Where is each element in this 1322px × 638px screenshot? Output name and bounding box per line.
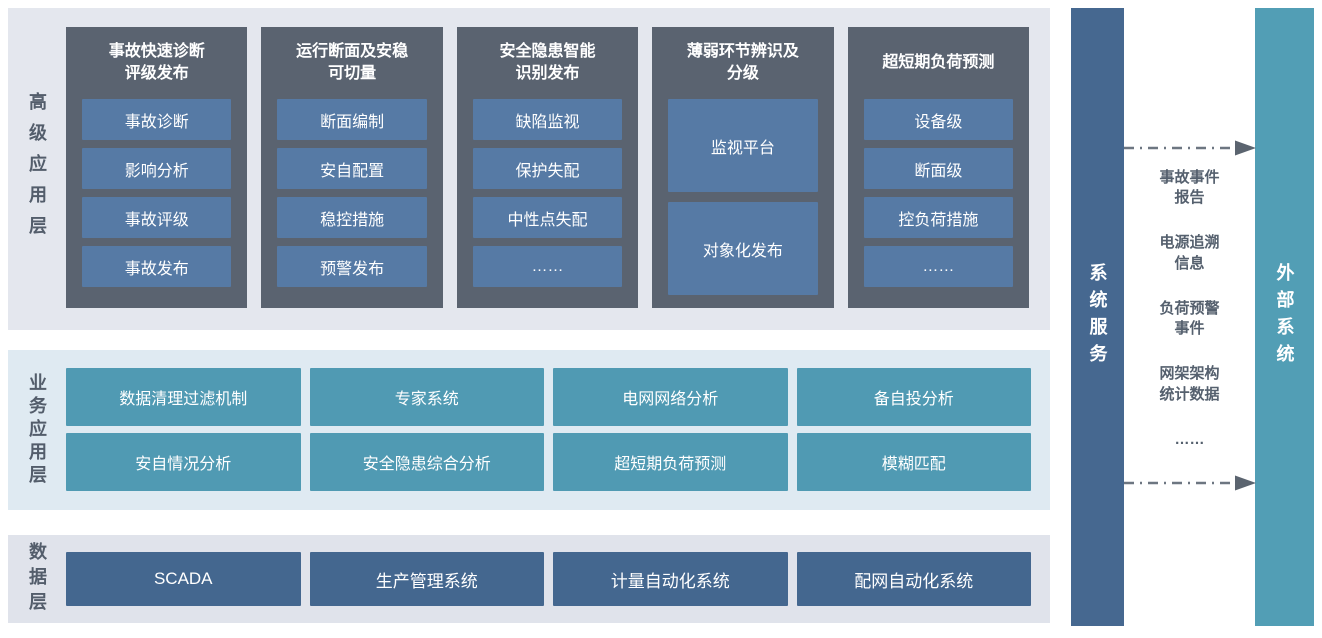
application-column: 事故快速诊断 评级发布事故诊断影响分析事故评级事故发布 xyxy=(66,27,248,308)
module-box: 控负荷措施 xyxy=(863,197,1014,238)
column-title: 超短期负荷预测 xyxy=(882,53,995,71)
module-box: 中性点失配 xyxy=(472,197,623,238)
layer-label-gutter: 数据层 xyxy=(8,535,66,623)
business-module-box: 安自情况分析 xyxy=(66,433,301,491)
module-box: 对象化发布 xyxy=(668,202,818,295)
exchange-data-item: 事故事件 报告 xyxy=(1159,169,1220,207)
module-box: 缺陷监视 xyxy=(472,99,623,140)
module-box: 稳控措施 xyxy=(277,197,427,238)
business-module-box: 模糊匹配 xyxy=(796,433,1031,491)
layer-label-advanced: 高级应用层 xyxy=(27,91,47,247)
module-box: 设备级 xyxy=(863,99,1014,140)
column-title: 安全隐患智能 识别发布 xyxy=(499,42,596,82)
data-source-box: SCADA xyxy=(66,552,301,606)
application-column: 安全隐患智能 识别发布缺陷监视保护失配中性点失配 …… xyxy=(456,27,639,308)
data-source-box: 计量自动化系统 xyxy=(553,552,788,606)
exchange-data-item: …… xyxy=(1174,430,1205,448)
data-source-box: 生产管理系统 xyxy=(309,552,544,606)
system-service-label: 系统服务 xyxy=(1087,263,1108,371)
layer-label-business: 业务应用层 xyxy=(27,372,47,488)
column-items: 事故诊断影响分析事故评级事故发布 xyxy=(82,99,232,287)
column-title: 薄弱环节辨识及 分级 xyxy=(686,42,799,82)
business-module-box: 备自投分析 xyxy=(796,368,1031,426)
application-column: 运行断面及安稳 可切量断面编制安自配置稳控措施预警发布 xyxy=(261,27,443,308)
module-box: …… xyxy=(863,246,1014,287)
module-box: 保护失配 xyxy=(472,148,623,189)
business-cells: 数据清理过滤机制专家系统电网网络分析备自投分析安自情况分析安全隐患综合分析超短期… xyxy=(66,350,1050,510)
module-box: 断面编制 xyxy=(277,99,427,140)
layer-label-gutter: 业务应用层 xyxy=(8,350,66,510)
layer-label-data: 数据层 xyxy=(27,541,47,617)
module-box: 安自配置 xyxy=(277,148,427,189)
data-flow-arrow-top-icon xyxy=(1124,140,1256,156)
external-system-label: 外部系统 xyxy=(1274,263,1295,371)
column-title: 事故快速诊断 评级发布 xyxy=(108,42,205,82)
module-box: …… xyxy=(472,246,623,287)
module-box: 断面级 xyxy=(863,148,1014,189)
business-module-box: 电网网络分析 xyxy=(553,368,788,426)
module-box: 事故诊断 xyxy=(82,99,232,140)
module-box: 事故发布 xyxy=(82,246,232,287)
module-box: 事故评级 xyxy=(82,197,232,238)
module-box: 监视平台 xyxy=(668,99,818,192)
column-items: 设备级断面级控负荷措施 …… xyxy=(863,99,1014,287)
exchange-data-item: 电源追溯 信息 xyxy=(1159,234,1220,272)
module-box: 影响分析 xyxy=(82,148,232,189)
application-column: 超短期负荷预测设备级断面级控负荷措施 …… xyxy=(847,27,1030,308)
module-box: 预警发布 xyxy=(277,246,427,287)
business-module-box: 安全隐患综合分析 xyxy=(309,433,544,491)
advanced-columns: 事故快速诊断 评级发布事故诊断影响分析事故评级事故发布运行断面及安稳 可切量断面… xyxy=(66,8,1050,330)
column-title: 运行断面及安稳 可切量 xyxy=(296,42,409,82)
column-items: 缺陷监视保护失配中性点失配 …… xyxy=(472,99,623,287)
column-items: 断面编制安自配置稳控措施预警发布 xyxy=(277,99,427,287)
application-column: 薄弱环节辨识及 分级监视平台对象化发布 xyxy=(652,27,834,308)
external-system-bar: 外部系统 xyxy=(1255,8,1314,626)
data-flow-arrow-bottom-icon xyxy=(1124,475,1256,491)
exchange-data-list: 事故事件 报告电源追溯 信息负荷预警 事件网架架构 统计数据 …… xyxy=(1124,168,1255,450)
layer-advanced-application: 高级应用层 事故快速诊断 评级发布事故诊断影响分析事故评级事故发布运行断面及安稳… xyxy=(8,8,1050,330)
business-module-box: 专家系统 xyxy=(309,368,544,426)
exchange-data-item: 网架架构 统计数据 xyxy=(1159,365,1220,403)
layer-label-gutter: 高级应用层 xyxy=(8,8,66,330)
layer-business-application: 业务应用层 数据清理过滤机制专家系统电网网络分析备自投分析安自情况分析安全隐患综… xyxy=(8,350,1050,510)
business-module-box: 数据清理过滤机制 xyxy=(66,368,301,426)
system-service-bar: 系统服务 xyxy=(1071,8,1124,626)
business-module-box: 超短期负荷预测 xyxy=(553,433,788,491)
column-items: 监视平台对象化发布 xyxy=(668,99,818,295)
data-source-box: 配网自动化系统 xyxy=(796,552,1031,606)
exchange-data-item: 负荷预警 事件 xyxy=(1159,299,1220,338)
